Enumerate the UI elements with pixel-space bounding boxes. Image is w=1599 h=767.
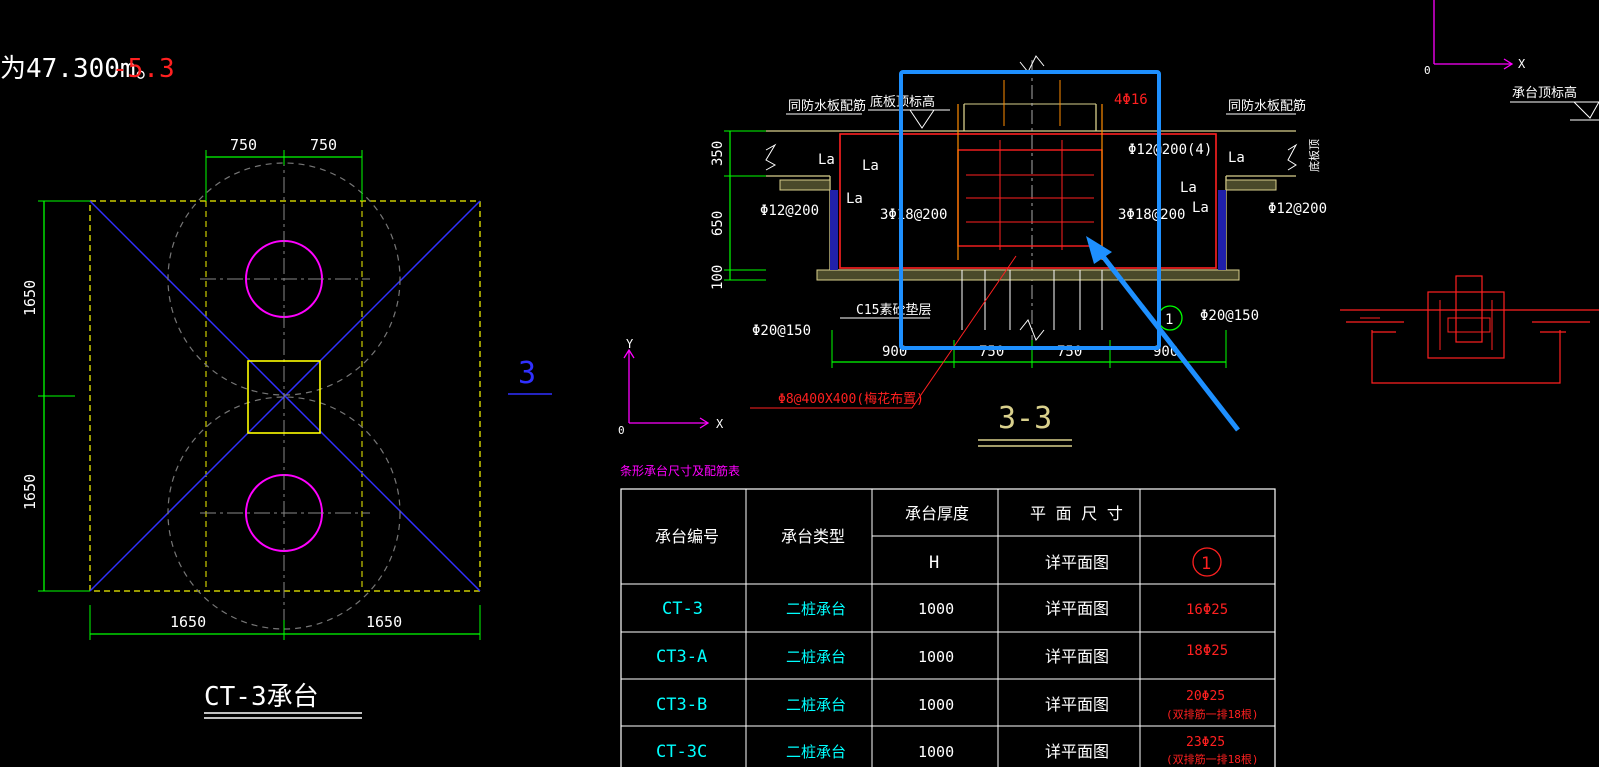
lbl-la-1: La [818, 152, 835, 168]
row4-rebar-note: (双排筋一排18根) [1166, 752, 1259, 766]
row2-rebar: 18Φ25 [1186, 643, 1228, 659]
highlight-arrow-head [1086, 236, 1112, 264]
table-outline [620, 488, 1276, 767]
lbl-rebar-top: 4Φ16 [1114, 92, 1148, 108]
lbl-fangshui-right: 同防水板配筋 [1228, 98, 1306, 114]
row4-plan: 详平面图 [1045, 742, 1109, 761]
lbl-la-6: La [1192, 200, 1209, 216]
section-view: 350 650 100 900 750 750 900 同防水板配筋 底板顶标高… [710, 55, 1327, 447]
rebar-table: 条形承台尺寸及配筋表 承台编号 承台类型 承台厚度 H 平 面 尺 寸 详平面图… [620, 463, 1276, 767]
lbl-la-3: La [846, 191, 863, 207]
plan-title: CT-3承台 [204, 682, 319, 712]
tr-axis-x: X [1518, 57, 1526, 71]
row3-plan: 详平面图 [1045, 695, 1109, 714]
highlight-arrow [1096, 248, 1240, 432]
axis-y: Y [626, 337, 634, 351]
top-note-text: 为47.300m。 [0, 54, 162, 84]
plan-diagonal-2 [89, 200, 481, 592]
row2-h: 1000 [918, 648, 954, 666]
top-right-fragment: X 0 承台顶标高 [1340, 0, 1599, 384]
th-thickness: 承台厚度 [905, 504, 969, 523]
highlight-box [899, 70, 1161, 350]
lbl-fangshui-left: 同防水板配筋 [788, 98, 866, 114]
lbl-phi20-150-left: Φ20@150 [752, 323, 811, 339]
plan-view: 750 750 1650 1650 1650 1650 3 CT-3承台 [21, 136, 552, 719]
sec-dim-left-2: 650 [710, 211, 726, 236]
lbl-phi12-200-left: Φ12@200 [760, 203, 819, 219]
lbl-phi20-150-right: Φ20@150 [1200, 308, 1259, 324]
dim-left-1: 1650 [21, 280, 39, 316]
axis-origin: 0 [618, 424, 625, 437]
dim-bottom-2: 1650 [366, 613, 402, 631]
lbl-phi8: Φ8@400X400(梅花布置) [778, 391, 924, 407]
row4-type: 二桩承台 [786, 743, 846, 761]
lbl-c15: C15素砼垫层 [856, 302, 931, 318]
cap-rebar-outer [839, 133, 1217, 269]
lbl-3phi18-right: 3Φ18@200 [1118, 207, 1185, 223]
lbl-la-5: La [1180, 180, 1197, 196]
table-caption: 条形承台尺寸及配筋表 [620, 463, 740, 478]
row4-rebar: 23Φ25 [1186, 735, 1225, 750]
dim-top-2: 750 [310, 136, 337, 154]
row1-plan: 详平面图 [1045, 599, 1109, 618]
c15-layer [816, 269, 1240, 281]
row4-id: CT-3C [656, 742, 707, 762]
plan-outline [89, 200, 481, 592]
th-circle-1 [1192, 547, 1222, 577]
row2-id: CT3-A [656, 647, 707, 667]
section-title: 3-3 [998, 401, 1052, 436]
dim-bottom-1: 1650 [170, 613, 206, 631]
detail-circle-1-text: 1 [1165, 312, 1173, 328]
pile-influence-circle-bottom [167, 396, 401, 630]
row3-type: 二桩承台 [786, 696, 846, 714]
row4-h: 1000 [918, 743, 954, 761]
lbl-3phi18-left: 3Φ18@200 [880, 207, 947, 223]
lbl-la-2: La [862, 158, 879, 174]
tr-axis-origin: 0 [1424, 64, 1431, 77]
sec-dim-left-1: 350 [710, 141, 726, 166]
pile-influence-circle-top [167, 162, 401, 396]
lbl-phi12-200-4: Φ12@200(4) [1128, 142, 1212, 158]
section-mark: 3 [518, 356, 536, 391]
th-type: 承台类型 [781, 527, 845, 546]
lbl-la-4: La [1228, 150, 1245, 166]
axis-x: X [716, 417, 724, 431]
ucs-axes: Y X 0 [618, 337, 724, 437]
row3-h: 1000 [918, 696, 954, 714]
lbl-phi12-200-right: Φ12@200 [1268, 201, 1327, 217]
row1-rebar: 16Φ25 [1186, 602, 1228, 618]
lbl-diban-right: 底板顶 [1307, 139, 1321, 172]
th-plan: 平 面 尺 寸 [1030, 504, 1123, 523]
th-plan-sub: 详平面图 [1045, 553, 1109, 572]
row1-h: 1000 [918, 600, 954, 618]
dim-left-2: 1650 [21, 474, 39, 510]
row2-plan: 详平面图 [1045, 647, 1109, 666]
top-note-red: -5.3 [112, 54, 175, 84]
tr-label: 承台顶标高 [1512, 85, 1577, 101]
row1-type: 二桩承台 [786, 600, 846, 618]
row2-type: 二桩承台 [786, 648, 846, 666]
row3-rebar-note: (双排筋一排18根) [1166, 707, 1259, 721]
row3-id: CT3-B [656, 695, 707, 715]
sec-dim-left-3: 100 [710, 265, 726, 290]
dim-top-1: 750 [230, 136, 257, 154]
row1-id: CT-3 [662, 599, 703, 619]
column [247, 360, 321, 434]
row3-rebar: 20Φ25 [1186, 689, 1225, 704]
th-h: H [929, 553, 939, 573]
th-circle-1-text: 1 [1201, 554, 1211, 574]
th-id: 承台编号 [655, 527, 719, 546]
